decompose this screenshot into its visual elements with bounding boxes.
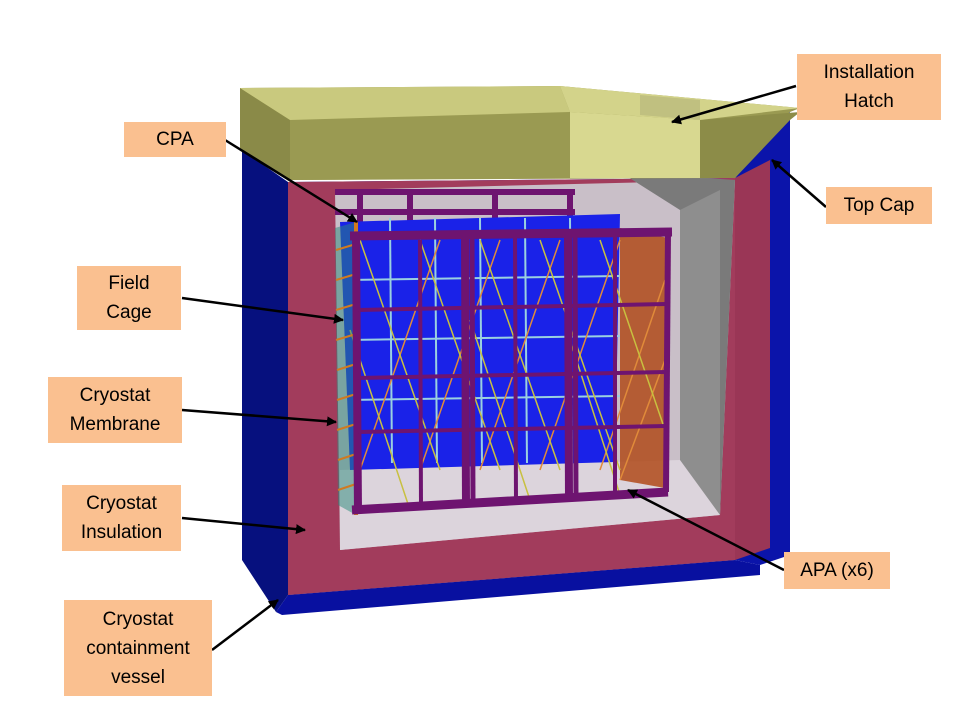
- field-cage-end-wall: [620, 228, 668, 488]
- label-cryostat-insulation: Cryostat Insulation: [62, 485, 181, 551]
- label-field-cage: Field Cage: [77, 266, 181, 330]
- arrow-cryostat-containment: [212, 600, 278, 650]
- label-installation-hatch: Installation Hatch: [797, 54, 941, 120]
- label-cryostat-membrane: Cryostat Membrane: [48, 377, 182, 443]
- label-apa: APA (x6): [784, 552, 890, 589]
- label-cryostat-containment: Cryostat containment vessel: [64, 600, 212, 696]
- label-top-cap: Top Cap: [826, 187, 932, 224]
- top-cap: [240, 86, 800, 180]
- label-cpa: CPA: [124, 122, 226, 157]
